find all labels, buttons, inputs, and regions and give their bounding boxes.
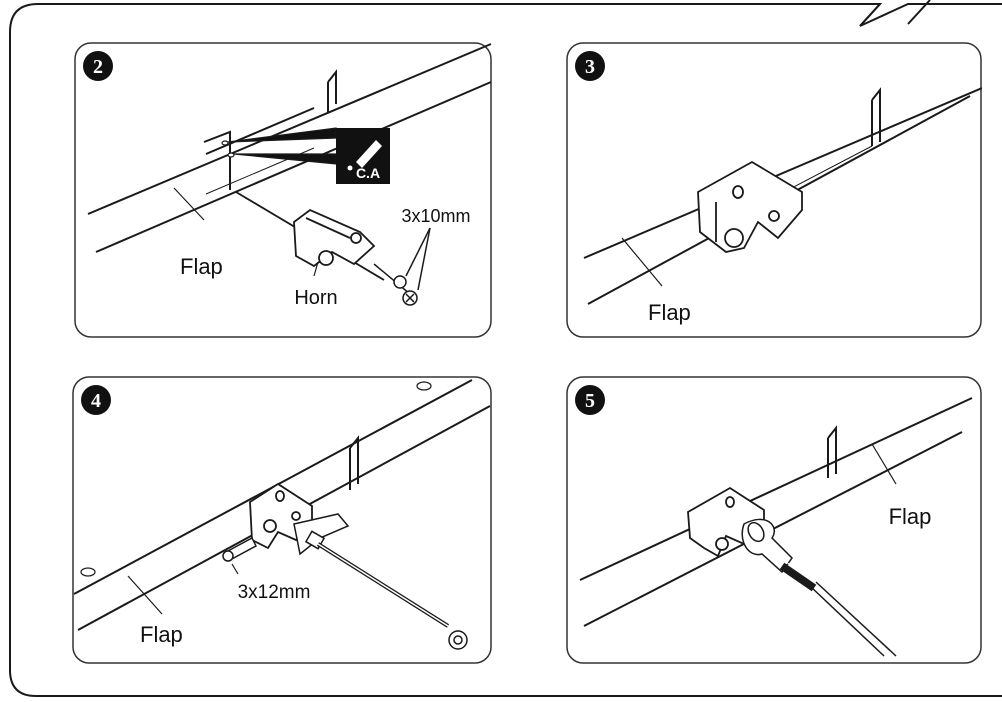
clevis-icon bbox=[293, 513, 468, 650]
flap-label: Flap bbox=[889, 504, 932, 529]
step-number-badge: 5 bbox=[575, 385, 605, 415]
step-number-badge: 4 bbox=[81, 385, 111, 415]
control-horn bbox=[697, 160, 803, 253]
glue-bottle-icon: C.A bbox=[336, 128, 390, 184]
panel-border bbox=[566, 376, 982, 664]
flap-label: Flap bbox=[180, 254, 223, 279]
step-3-panel: 3 Flap bbox=[566, 42, 982, 338]
screw-icon bbox=[222, 536, 257, 562]
panel-border bbox=[74, 42, 492, 338]
control-horn bbox=[235, 191, 385, 281]
screw-label: 3x12mm bbox=[238, 582, 311, 603]
flap-label: Flap bbox=[648, 300, 691, 325]
flap-label: Flap bbox=[140, 622, 183, 647]
step-number: 2 bbox=[93, 56, 103, 78]
step-number: 5 bbox=[585, 390, 595, 412]
step-5-panel: 5 Flap bbox=[566, 376, 982, 664]
flap-drawing bbox=[87, 43, 492, 253]
screw-label: 3x10mm bbox=[401, 206, 470, 226]
step-4-panel: 4 3x12mm Flap bbox=[72, 376, 492, 664]
clevis-icon bbox=[741, 518, 897, 657]
screw-icon bbox=[373, 227, 431, 306]
step-2-panel: 2 C.A 3x10mm Flap Horn bbox=[74, 42, 492, 338]
step-number-badge: 3 bbox=[575, 51, 605, 81]
step-number: 3 bbox=[585, 56, 595, 78]
step-number: 4 bbox=[91, 390, 101, 412]
step-number-badge: 2 bbox=[83, 51, 113, 81]
glue-label: C.A bbox=[356, 165, 380, 181]
horn-label: Horn bbox=[294, 287, 337, 309]
